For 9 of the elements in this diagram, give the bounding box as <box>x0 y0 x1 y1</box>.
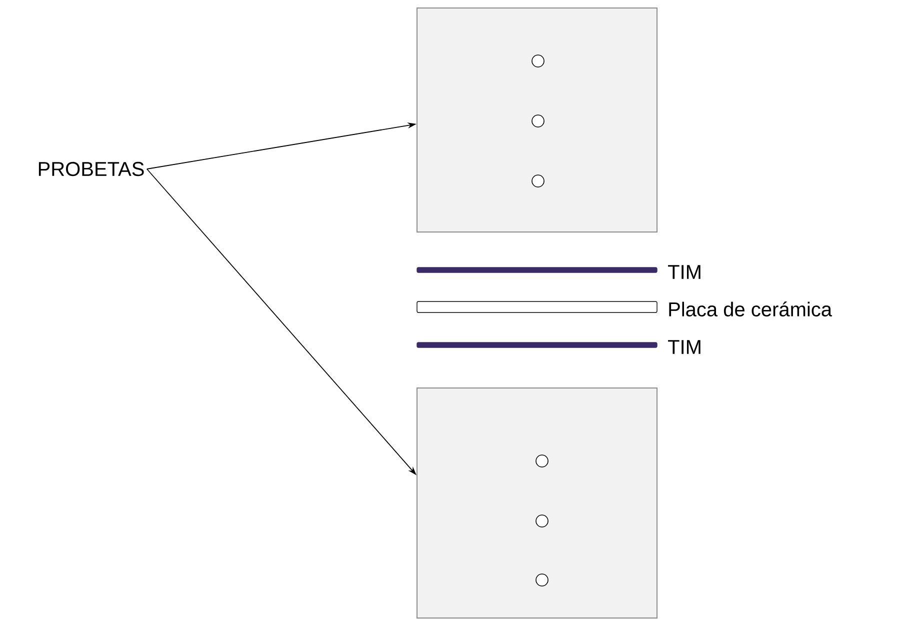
layer-bar <box>416 342 658 348</box>
specimen-block <box>416 388 658 618</box>
layer-bar <box>416 301 658 313</box>
layer-label: TIM <box>668 265 700 279</box>
layer-label: Placa de cerámica <box>669 302 832 316</box>
label-text: PROBETAS <box>38 162 144 176</box>
specimen-block <box>416 8 658 232</box>
layer-bar <box>416 267 658 273</box>
layer-label: TIM <box>668 340 700 354</box>
